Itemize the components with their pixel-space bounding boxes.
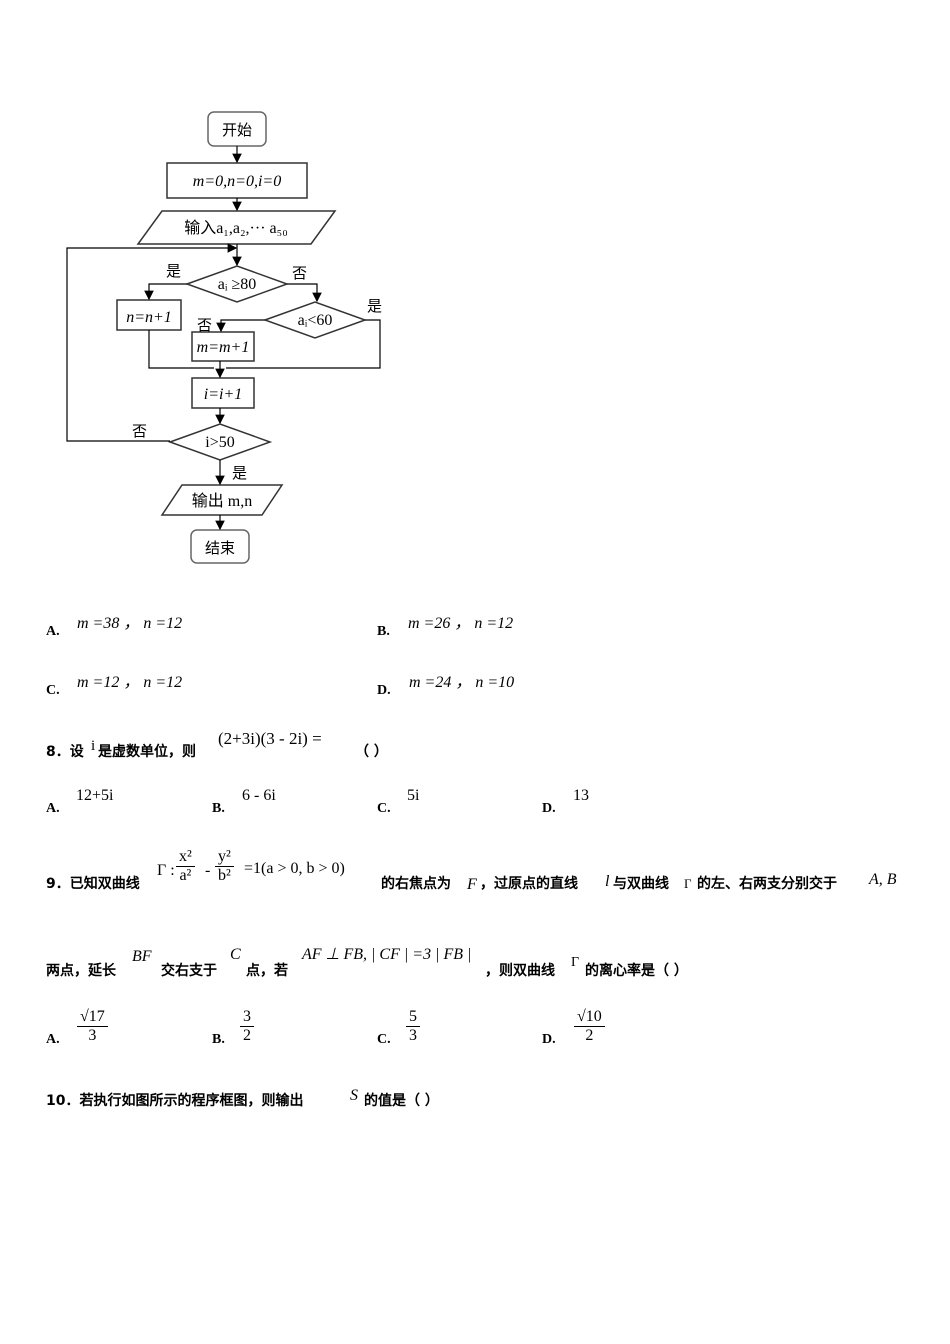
option-text: 5i [407,787,420,804]
m-inc-label: m=m+1 [197,339,250,356]
option-text: 13 [573,787,589,804]
denominator: 2 [243,1027,251,1044]
q9-F: F [467,876,477,893]
q8-prefix: 8．设 [46,744,84,760]
q10-prefix: 10．若执行如图所示的程序框图，则输出 [46,1093,304,1109]
q8-mid: 是虚数单位，则 [98,744,196,760]
option-text: m =26 ， n =12 [408,615,514,632]
option-label: D. [542,801,556,816]
option-label: A. [46,801,60,816]
flowchart: 开始 m=0,n=0,i=0 输入a₁,a₂,··· a₅₀ aᵢ ≥80 n=… [66,111,382,564]
no-label-3: 否 [132,422,147,440]
option-label: D. [377,683,391,698]
i-inc-label: i=i+1 [204,386,242,403]
q9-BF: BF [132,948,152,965]
option-text: 12+5i [76,787,114,804]
option-label: A. [46,1032,60,1047]
cond3-label: i>50 [205,434,234,451]
option-text: m =24 ， n =10 [409,674,515,691]
output-label: 输出 m,n [192,492,252,510]
q9-text: 点，若 [246,963,288,979]
cond3-node [167,423,273,461]
output-node [160,484,284,516]
numerator: √10 [574,1008,605,1027]
q10-suffix: 的值是（ ） [364,1093,439,1109]
q10-S: S [350,1087,358,1104]
denominator: b² [218,867,231,884]
q9-condition: AF ⊥ FB, | CF | =3 | FB | [302,946,472,963]
option-label: B. [212,801,225,816]
q8-expression: (2+3i)(3 - 2i) = [218,729,322,748]
q9-prefix: 9．已知双曲线 [46,876,140,892]
q9-AB: A, B [869,871,897,888]
flow-arrows [66,146,381,531]
option-label: C. [377,801,391,816]
cond1-label: aᵢ ≥80 [218,276,257,293]
q9-l: l [605,873,610,890]
input-node [136,210,337,245]
option-label: C. [46,683,60,698]
yes-label-3: 是 [232,464,247,482]
denominator: 3 [88,1027,97,1044]
q9-text: 的左、右两支分别交于 [697,876,837,892]
no-label-1: 否 [292,264,307,282]
cond2-label: aᵢ<60 [298,312,333,329]
q9-text: 的离心率是（ ） [585,963,688,979]
q9-gamma: Γ : [157,862,175,879]
q9-text: ，过原点的直线 [480,876,578,892]
denominator: 3 [409,1027,417,1044]
yes-label-2: 是 [367,297,382,315]
option-label: D. [542,1032,556,1047]
init-label: m=0,n=0,i=0 [193,173,281,190]
start-label: 开始 [222,121,252,139]
n-inc-label: n=n+1 [126,309,172,326]
q9-text: 交右支于 [161,963,217,979]
option-text: m =38 ， n =12 [77,615,183,632]
numerator: y² [215,848,234,867]
q9-gamma: Γ [684,876,692,891]
q8-suffix: （ ） [355,744,388,760]
q9-C: C [230,946,241,963]
q9-text: 两点，延长 [46,963,116,979]
q9-equation-rest: =1(a > 0, b > 0) [244,860,345,877]
end-label: 结束 [205,539,235,557]
q9-text: 的右焦点为 [381,876,451,892]
q8-i: i [91,738,96,754]
numerator: √17 [77,1008,108,1027]
q9-gamma: Γ [571,955,580,970]
numerator: x² [176,848,195,867]
option-label: B. [377,624,390,639]
yes-label-1: 是 [166,262,181,280]
option-label: C. [377,1032,391,1047]
numerator: 3 [240,1008,254,1027]
denominator: a² [179,867,192,884]
input-label: 输入a₁,a₂,··· a₅₀ [184,219,288,237]
option-text: m =12 ， n =12 [77,674,183,691]
option-label: B. [212,1032,225,1047]
minus-sign: - [205,862,211,879]
q9-text: ，则双曲线 [485,963,555,979]
numerator: 5 [406,1008,420,1027]
denominator: 2 [585,1027,594,1044]
option-label: A. [46,624,60,639]
q9-text: 与双曲线 [613,876,669,892]
option-text: 6 - 6i [242,787,276,804]
no-label-2: 否 [197,316,212,334]
